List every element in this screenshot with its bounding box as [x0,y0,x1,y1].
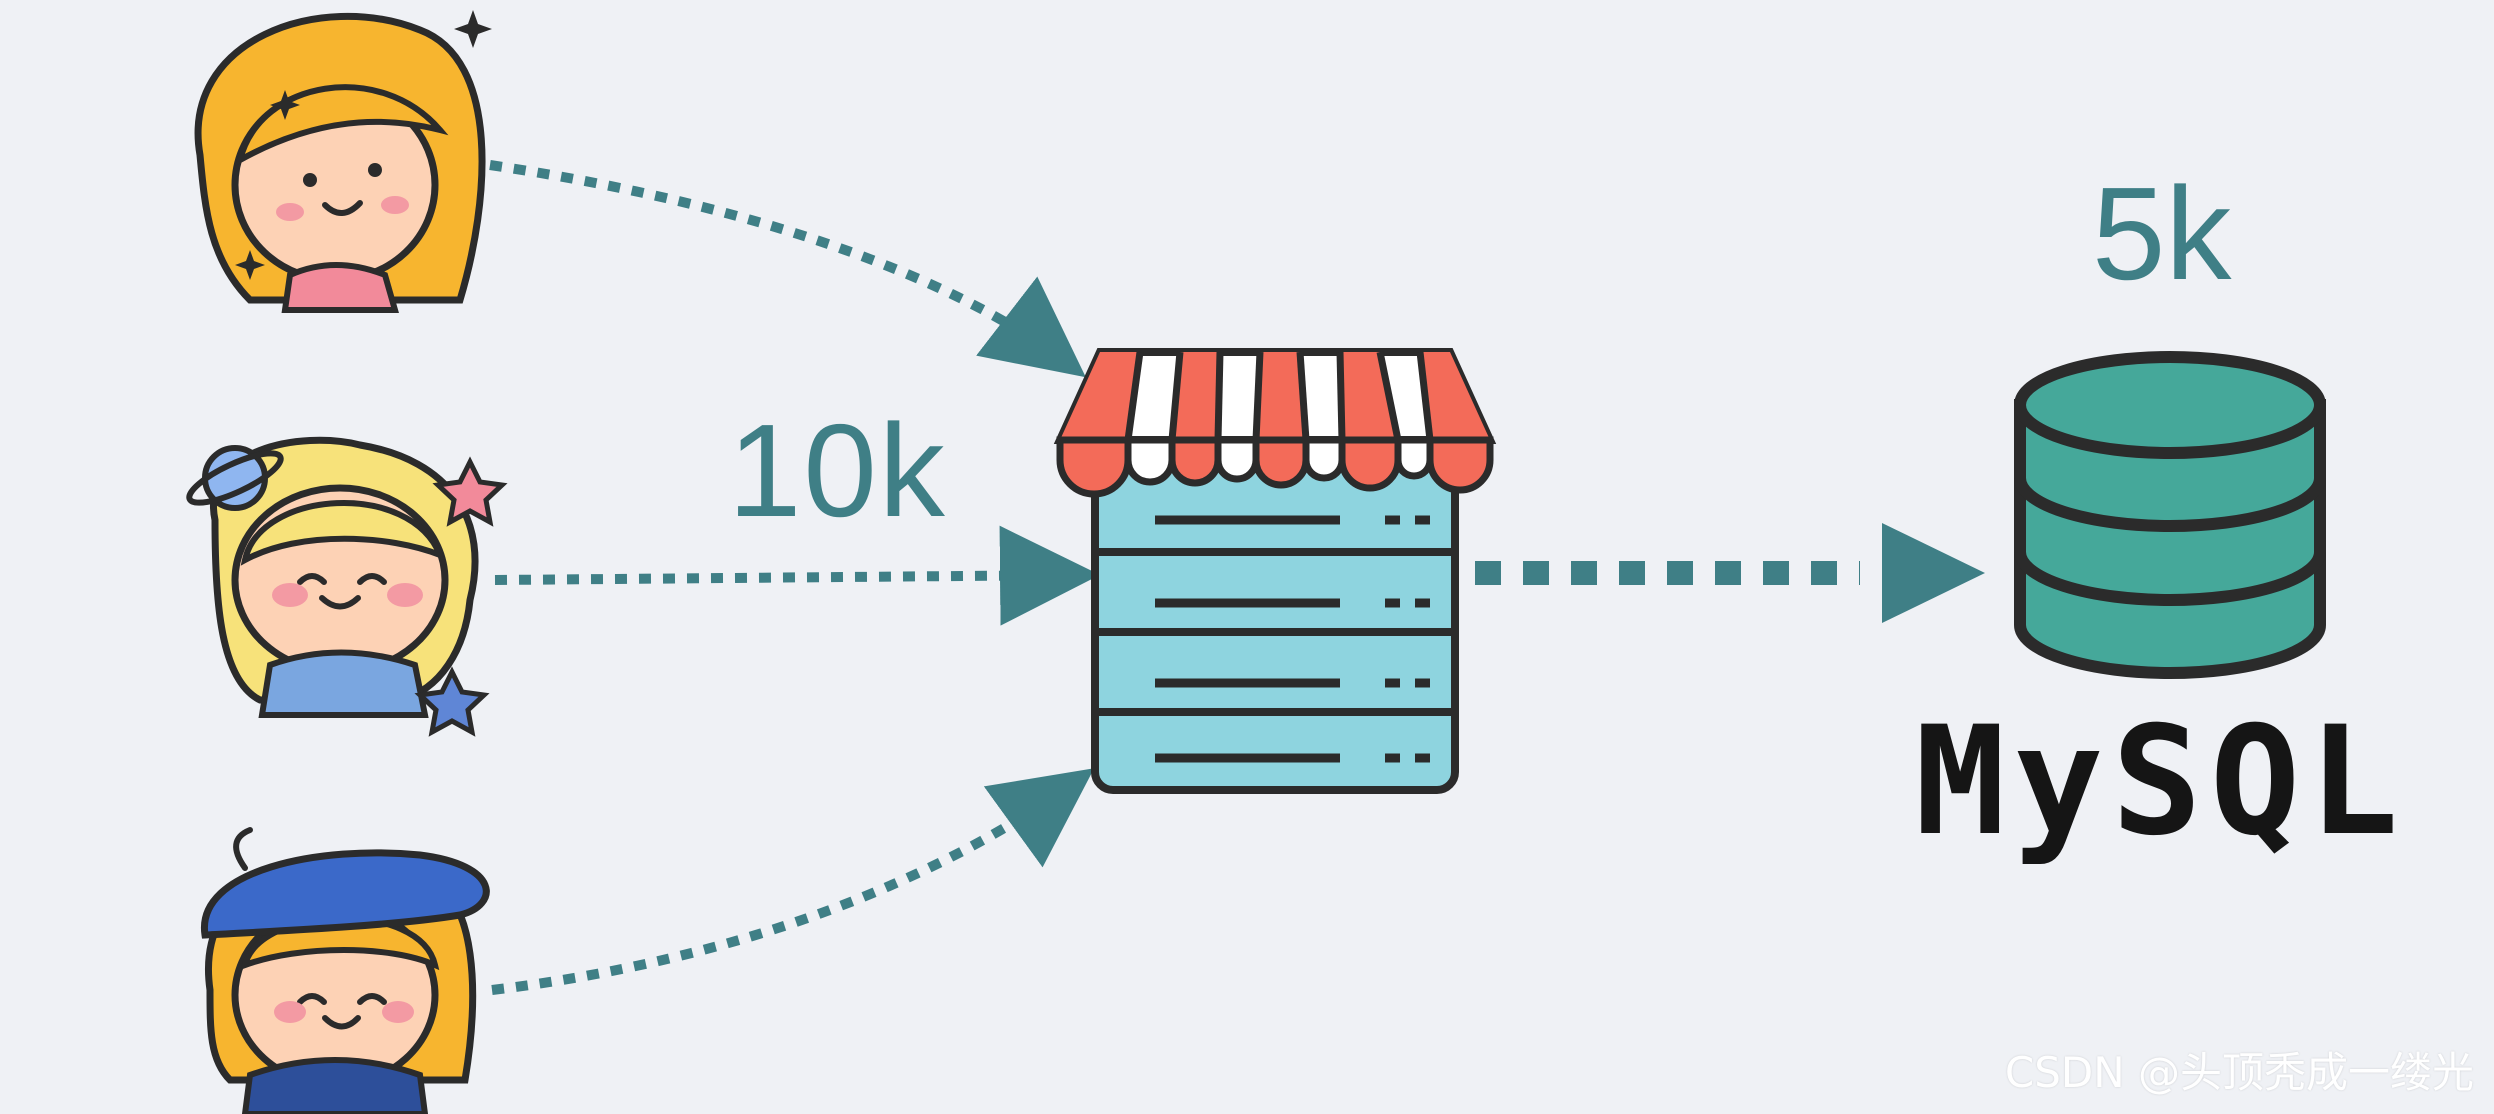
user-avatar-1 [194,10,492,313]
star-icon [414,666,490,737]
database-icon [2014,351,2326,679]
watermark-text: CSDN @头顶秃成一缕光 [2004,1048,2474,1097]
planet-icon [186,445,284,511]
db-capacity-label: 5k [2092,160,2232,307]
server-shop-icon [1053,348,1497,794]
arrow-user2-to-server [494,525,1100,626]
database-name-label: MySQL [1915,695,2407,869]
user-avatar-2 [186,436,508,737]
incoming-rate-label: 10k [728,397,947,544]
sparkle-icon [235,250,265,280]
sparkle-icon [454,10,492,48]
arrow-user3-to-server [491,768,1095,995]
arrow-user1-to-server [489,160,1086,378]
sparkle-icon [270,90,300,120]
arrow-server-to-db-head [1882,523,1985,623]
beret-icon [201,849,490,939]
user-avatar-3 [201,827,490,1114]
star-icon [432,456,508,527]
